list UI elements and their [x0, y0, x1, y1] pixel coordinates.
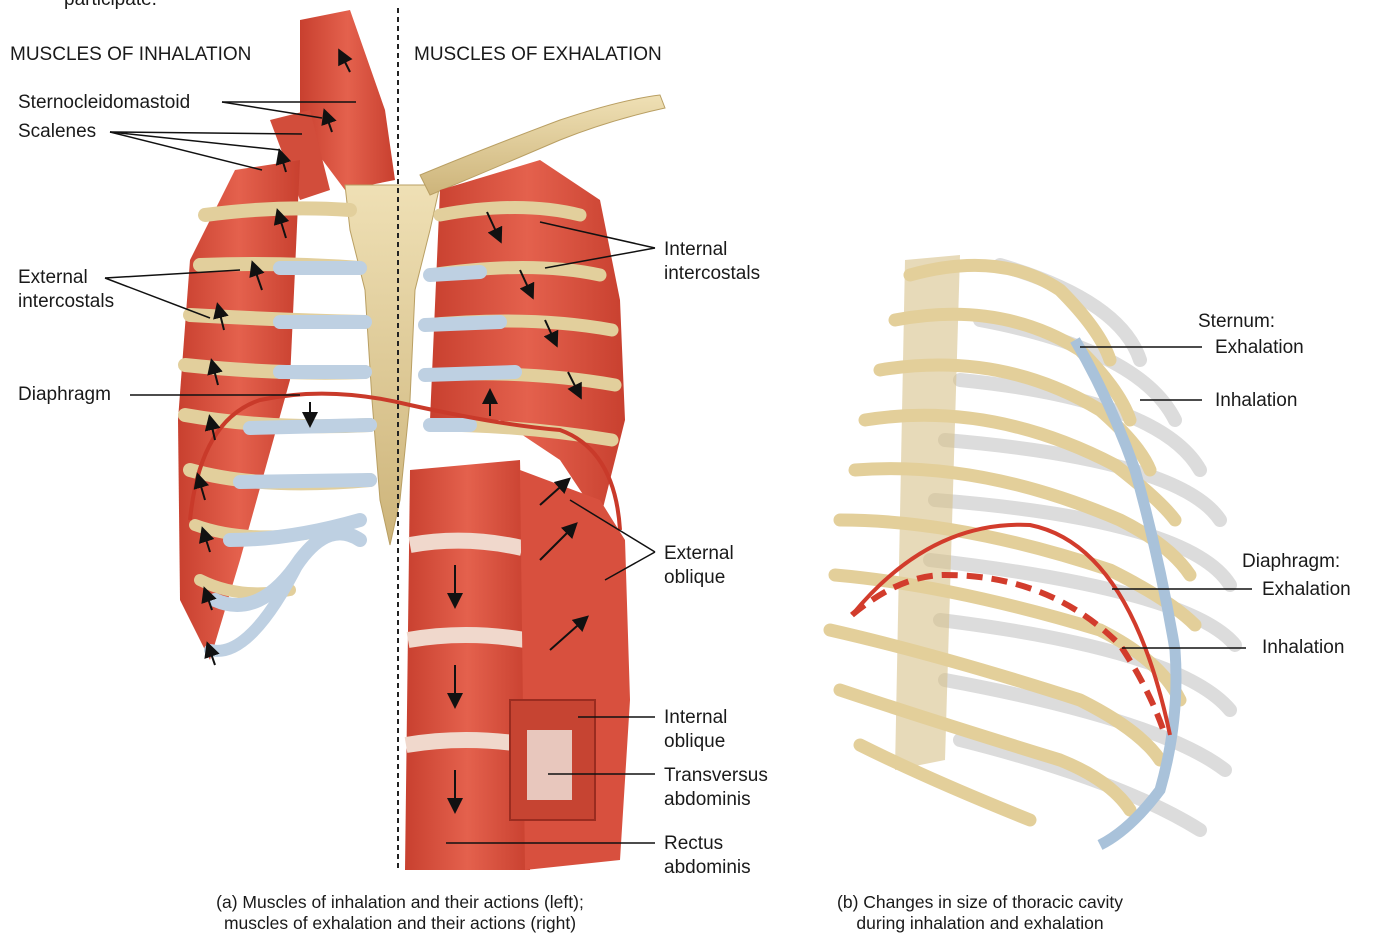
caption-b-line1: (b) Changes in size of thoracic cavity: [780, 892, 1180, 913]
label-transversus-abdominis-line2: abdominis: [664, 788, 751, 812]
label-external-intercostals-line1: External: [18, 266, 88, 290]
label-sternum-inhalation: Inhalation: [1215, 389, 1297, 413]
spine: [895, 255, 960, 770]
label-diaphragm-exhalation: Exhalation: [1262, 578, 1351, 602]
label-external-oblique-line1: External: [664, 542, 734, 566]
label-sternum: Sternum:: [1198, 310, 1275, 334]
panel-a-illustration: [178, 10, 440, 660]
caption-a-line2: muscles of exhalation and their actions …: [150, 913, 650, 934]
caption-b-line2: during inhalation and exhalation: [780, 913, 1180, 934]
label-external-oblique-line2: oblique: [664, 566, 725, 590]
label-internal-intercostals-line1: Internal: [664, 238, 727, 262]
label-rectus-abdominis-line1: Rectus: [664, 832, 723, 856]
label-diaphragm-a: Diaphragm: [18, 383, 111, 407]
label-sternum-exhalation: Exhalation: [1215, 336, 1304, 360]
label-diaphragm-b: Diaphragm:: [1242, 550, 1340, 574]
transversus-abdominis-muscle: [527, 730, 572, 800]
label-internal-intercostals-line2: intercostals: [664, 262, 760, 286]
caption-a-line1: (a) Muscles of inhalation and their acti…: [150, 892, 650, 913]
label-internal-oblique-line1: Internal: [664, 706, 727, 730]
top-fragment-text: participate.: [64, 0, 157, 12]
label-internal-oblique-line2: oblique: [664, 730, 725, 754]
label-external-intercostals-line2: intercostals: [18, 290, 114, 314]
panel-a-right-illustration: [405, 95, 665, 870]
label-diaphragm-inhalation: Inhalation: [1262, 636, 1344, 660]
heading-muscles-of-inhalation: MUSCLES OF INHALATION: [10, 43, 251, 67]
label-scalenes: Scalenes: [18, 120, 96, 144]
label-rectus-abdominis-line2: abdominis: [664, 856, 751, 880]
heading-muscles-of-exhalation: MUSCLES OF EXHALATION: [414, 43, 662, 67]
panel-b-illustration: [830, 255, 1235, 845]
label-transversus-abdominis-line1: Transversus: [664, 764, 768, 788]
label-sternocleidomastoid: Sternocleidomastoid: [18, 91, 190, 115]
